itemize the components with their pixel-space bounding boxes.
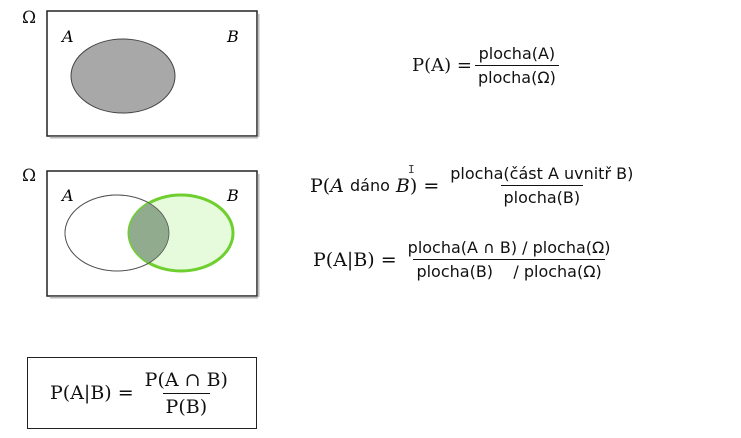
formula3-numerator: plocha(A ∩ B) / plocha(Ω) bbox=[407, 238, 611, 257]
omega-label-1: Ω bbox=[22, 8, 37, 28]
venn-diagram-2: A B bbox=[46, 170, 260, 299]
venn-diagram-1: A B bbox=[46, 10, 260, 139]
formula2-b: B bbox=[395, 174, 410, 197]
formula3-denominator: plocha(B) / plocha(Ω) bbox=[413, 259, 605, 281]
formula-p-a-lhs: P(A) = bbox=[412, 55, 472, 76]
intersection-region bbox=[129, 195, 169, 271]
formula4-denominator: P(B) bbox=[162, 392, 211, 418]
boxed-conditional-probability-formula: P(A|B) = P(A ∩ B) P(B) bbox=[27, 357, 257, 429]
formula-p-a-given-b-words: P(A dáno B) = plocha(část A uvnitř B) pl… bbox=[310, 164, 639, 207]
formula2-denominator: plocha(B) bbox=[500, 185, 584, 207]
formula2-a: A bbox=[330, 174, 344, 197]
formula4-lhs: P(A|B) = bbox=[50, 382, 134, 404]
set-b-label-1: B bbox=[226, 27, 239, 46]
formula-p-a-given-b-areas: P(A|B) = plocha(A ∩ B) / plocha(Ω) ploch… bbox=[313, 238, 616, 281]
formula-p-a-numerator: plocha(A) bbox=[478, 44, 556, 63]
omega-label-2: Ω bbox=[22, 166, 37, 186]
formula2-close: ) = bbox=[409, 174, 440, 197]
formula2-p-open: P( bbox=[310, 174, 331, 197]
text-cursor-icon: I bbox=[408, 163, 415, 176]
formula-p-a: P(A) = plocha(A) plocha(Ω) bbox=[412, 44, 562, 87]
set-a-label-1: A bbox=[60, 27, 74, 46]
formula2-numerator: plocha(část A uvnitř B) bbox=[450, 164, 634, 183]
set-a-label-2: A bbox=[60, 186, 74, 205]
set-b-label-2: B bbox=[226, 186, 239, 205]
set-a-region bbox=[70, 38, 176, 114]
formula-p-a-denominator: plocha(Ω) bbox=[474, 65, 559, 87]
formula2-given-word: dáno bbox=[349, 176, 390, 195]
formula3-lhs: P(A|B) = bbox=[313, 248, 397, 271]
formula4-numerator: P(A ∩ B) bbox=[144, 368, 228, 391]
